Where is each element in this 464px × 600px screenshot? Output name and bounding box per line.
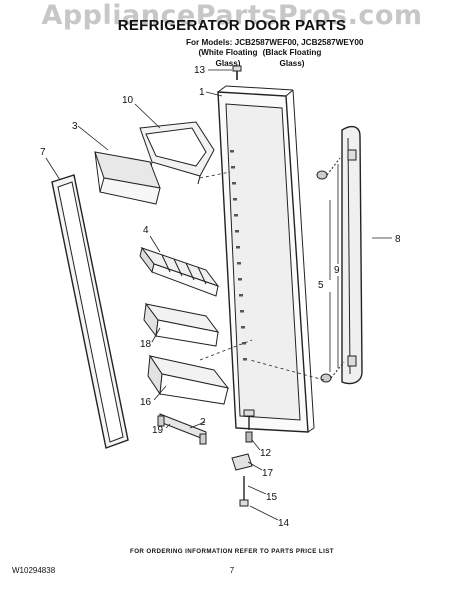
callout-9: 9 xyxy=(334,265,340,276)
page-title: REFRIGERATOR DOOR PARTS xyxy=(117,17,347,34)
callout-10: 10 xyxy=(122,95,134,106)
document-code: W10294838 xyxy=(12,566,56,575)
variant-black-label: (Black Floating Glass) xyxy=(262,48,322,68)
callout-leaders xyxy=(45,69,392,521)
dairy-bin xyxy=(94,151,161,205)
utility-shelf xyxy=(139,246,220,297)
callout-15: 15 xyxy=(266,492,278,503)
page-number: 7 xyxy=(229,566,235,575)
models-line: For Models: JCB2587WEF00, JCB2587WEY00 xyxy=(186,38,364,47)
top-hinge-screw xyxy=(232,65,242,80)
callout-17: 17 xyxy=(262,468,274,479)
callout-19: 19 xyxy=(152,425,164,436)
handle-screws xyxy=(316,157,345,383)
callout-3: 3 xyxy=(72,121,78,132)
ordering-note: FOR ORDERING INFORMATION REFER TO PARTS … xyxy=(130,548,334,555)
callout-7: 7 xyxy=(40,147,46,158)
callout-16: 16 xyxy=(140,397,152,408)
door-panel xyxy=(217,85,315,433)
door-bin-middle xyxy=(143,302,220,347)
callout-14: 14 xyxy=(278,518,290,529)
door-handle xyxy=(341,125,363,385)
callout-12: 12 xyxy=(260,448,272,459)
dairy-compartment-door xyxy=(139,121,215,185)
door-bin-lower xyxy=(147,354,230,405)
callout-5: 5 xyxy=(318,280,324,291)
variant-white-label: (White Floating Glass) xyxy=(198,48,258,68)
callout-8: 8 xyxy=(395,234,401,245)
callout-labels: 13 1 10 3 7 4 18 16 2 19 12 17 15 14 8 5… xyxy=(40,65,401,529)
watermark: AppliancePartsPros.com xyxy=(41,0,423,31)
door-shelf-dimples xyxy=(230,150,247,361)
callout-1: 1 xyxy=(199,87,205,98)
callout-13: 13 xyxy=(194,65,206,76)
callout-4: 4 xyxy=(143,225,149,236)
bottom-trim xyxy=(157,413,207,445)
callout-18: 18 xyxy=(140,339,152,350)
door-gasket xyxy=(51,174,129,449)
lower-hinge-assembly xyxy=(231,409,255,507)
callout-2: 2 xyxy=(200,417,206,428)
